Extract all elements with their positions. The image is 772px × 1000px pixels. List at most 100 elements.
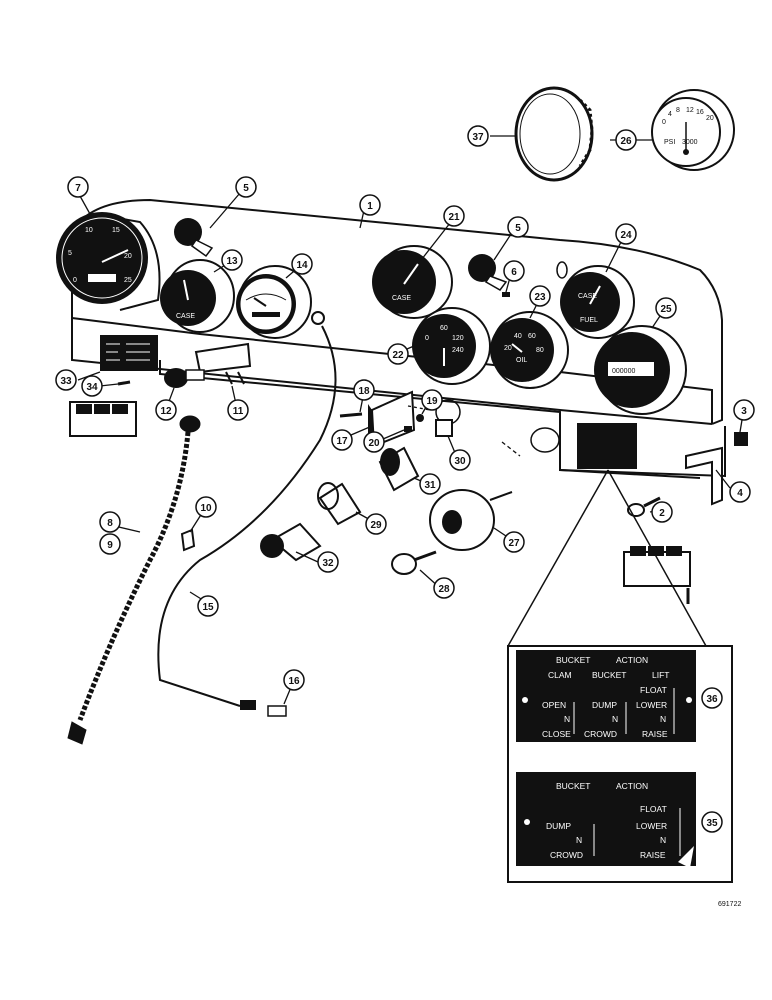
gauge26-scale-16: 16 <box>696 109 704 116</box>
plate36-clam-close: CLOSE <box>542 729 571 739</box>
fuel-brand: CASE <box>578 293 597 300</box>
plate35-lift-float: FLOAT <box>640 804 667 814</box>
oil-scale-120: 120 <box>452 335 464 342</box>
plate36-subhead-clam: CLAM <box>548 670 572 680</box>
pressure-scale-60: 60 <box>528 333 536 340</box>
plate35-bucket-crowd: CROWD <box>550 850 583 860</box>
callout-9: 9 <box>99 533 121 555</box>
plate36-heading-bucket: BUCKET <box>556 655 590 665</box>
plate36-bucket-crowd: CROWD <box>584 729 617 739</box>
callout-33-label: 33 <box>60 376 72 387</box>
oil-brand: CASE <box>392 295 411 302</box>
callout-21-label: 21 <box>448 212 460 223</box>
decal-plate-35: BUCKET ACTION DUMP N CROWD FLOAT LOWER N… <box>516 772 696 868</box>
callout-13: 13 <box>221 249 243 271</box>
callout-32-label: 32 <box>322 558 334 569</box>
gauge26-value: 3000 <box>682 139 698 146</box>
bulb <box>502 261 568 297</box>
callout-12-label: 12 <box>160 406 172 417</box>
tach-mark-10: 10 <box>85 227 93 234</box>
callout-17-label: 17 <box>336 436 348 447</box>
pressure-scale-80: 80 <box>536 347 544 354</box>
callout-13-label: 13 <box>226 256 238 267</box>
callout-11: 11 <box>227 399 249 421</box>
callout-30: 30 <box>449 449 471 471</box>
bracket-4 <box>685 446 723 506</box>
callout-11-label: 11 <box>233 406 244 417</box>
figure-ref: 691722 <box>718 901 741 908</box>
callout-3: 3 <box>733 399 755 421</box>
gauge-ring <box>514 86 594 182</box>
ammeter-gauge <box>236 265 325 339</box>
oil-scale-60: 60 <box>440 325 448 332</box>
callout-5a: 5 <box>235 176 257 198</box>
plate36-lift-float: FLOAT <box>640 685 667 695</box>
fitting-16 <box>240 700 287 717</box>
lighter-shell-31 <box>378 446 420 492</box>
callout-29-label: 29 <box>370 520 382 531</box>
callout-16-label: 16 <box>288 676 300 687</box>
callout-23-label: 23 <box>534 292 546 303</box>
temperature-gauge: CASE <box>160 259 235 333</box>
callout-31: 31 <box>419 473 441 495</box>
callout-4: 4 <box>729 481 751 503</box>
pressure-scale-40: 40 <box>514 333 522 340</box>
gauge26-scale-12: 12 <box>686 107 694 114</box>
callout-34-label: 34 <box>86 382 98 393</box>
plate36-bucket-n: N <box>612 714 618 724</box>
callout-27: 27 <box>503 531 525 553</box>
callout-15: 15 <box>197 595 219 617</box>
callout-23: 23 <box>529 285 551 307</box>
callout-25-label: 25 <box>660 304 672 315</box>
cable-15 <box>157 325 337 707</box>
plug-block-left <box>69 401 137 437</box>
plate36-lift-n: N <box>660 714 666 724</box>
instrument-panel <box>71 198 726 479</box>
callout-29: 29 <box>365 513 387 535</box>
callout-32: 32 <box>317 551 339 573</box>
callout-7: 7 <box>67 176 89 198</box>
callout-22: 22 <box>387 343 409 365</box>
plug-block-right <box>623 546 691 604</box>
plate36-bucket-dump: DUMP <box>592 700 617 710</box>
tach-mark-20: 20 <box>124 253 132 260</box>
plate36-heading-action: ACTION <box>616 655 648 665</box>
callout-22-label: 22 <box>392 350 404 361</box>
callout-4-label: 4 <box>737 488 743 499</box>
callout-2: 2 <box>651 501 673 523</box>
plate36-clam-n: N <box>564 714 570 724</box>
cable-8-9 <box>67 415 201 745</box>
callout-7-label: 7 <box>75 183 81 194</box>
water-temp-gauge: 0 60 120 240 <box>412 307 491 385</box>
indicator-light-right <box>468 254 508 291</box>
switch-assembly-11 <box>194 342 252 385</box>
callout-35: 35 <box>701 811 723 833</box>
callout-36: 36 <box>701 687 723 709</box>
socket-30 <box>435 419 453 437</box>
callout-30-label: 30 <box>454 456 466 467</box>
callout-24-label: 24 <box>620 230 632 241</box>
hourmeter-digits: 000000 <box>612 368 635 375</box>
callout-20-label: 20 <box>368 438 380 449</box>
callout-3-label: 3 <box>741 406 747 417</box>
fuel-gauge: CASE FUEL <box>560 265 635 339</box>
callout-37-label: 37 <box>472 132 484 143</box>
callout-15-label: 15 <box>202 602 214 613</box>
plate35-lift-lower: LOWER <box>636 821 667 831</box>
callout-8-label: 8 <box>107 518 113 529</box>
callout-18: 18 <box>353 379 375 401</box>
temp-brand: CASE <box>176 313 195 320</box>
plate35-lift-raise: RAISE <box>640 850 666 860</box>
plate35-heading-action: ACTION <box>616 781 648 791</box>
oil-pressure-gauge: 20 40 60 80 OIL <box>490 311 569 389</box>
callout-28-label: 28 <box>438 584 450 595</box>
callout-19: 19 <box>421 389 443 411</box>
callout-6-label: 6 <box>511 267 517 278</box>
plate36-subhead-lift: LIFT <box>652 670 669 680</box>
gauge26-label: PSI <box>664 139 675 146</box>
callout-25: 25 <box>655 297 677 319</box>
replacement-pressure-gauge: 0 4 8 12 16 20 PSI 3000 <box>651 89 735 171</box>
callout-2-label: 2 <box>659 508 665 519</box>
callout-5a-label: 5 <box>243 183 249 194</box>
